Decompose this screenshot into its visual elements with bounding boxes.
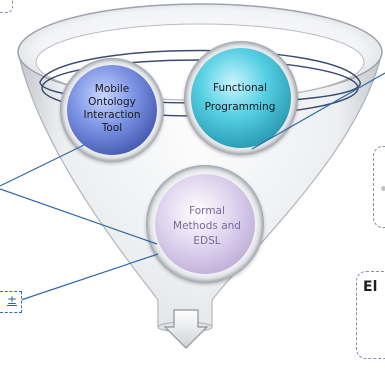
formal-label-line-3: EDSL [193,235,220,247]
mobile-label-line-2: Ontology [88,96,136,108]
connector-mobile [0,144,85,187]
mobile-label-line-1: Mobile [95,83,129,95]
functional-label-line-2: Programming [205,101,276,113]
functional-label-line-1: Functional [213,82,267,94]
formal-label-line-1: Formal [189,205,225,217]
right-box-handle [381,186,385,191]
connector-formal-bottom [17,253,159,302]
circle-mobile-ontology [60,58,164,162]
down-arrow-icon [163,309,209,349]
connector-functional [251,72,385,150]
connector-formal-left [0,188,158,245]
circle-functional-programming [184,41,298,155]
top-left-box [0,0,13,13]
mobile-label-line-4: Tool [101,122,122,134]
formal-label-line-2: Methods and [173,220,241,232]
bottom-left-link-text[interactable]: ± [7,293,18,307]
bottom-left-link-box[interactable]: ± [0,291,22,313]
right-box-text: El [363,279,378,295]
right-dashed-box-2: El [356,271,385,359]
right-dashed-box-1 [373,146,385,228]
mobile-label-line-3: Interaction [84,109,141,121]
circle-formal-methods [146,165,264,283]
